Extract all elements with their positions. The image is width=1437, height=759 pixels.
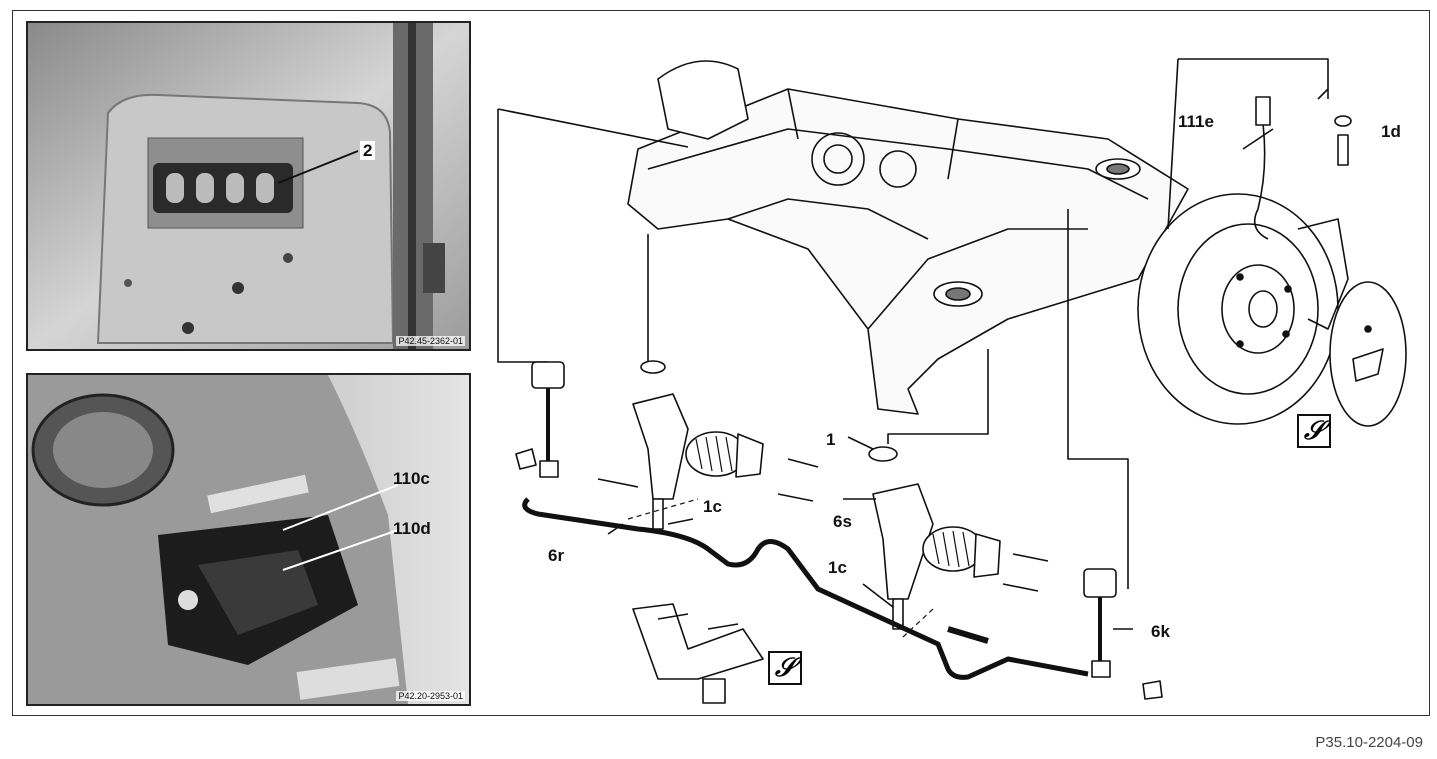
photo-fuel-pump: 110c 110d P42.20-2953-01: [26, 373, 471, 706]
label-1c-left: 1c: [703, 497, 722, 516]
label-111e: 111e: [1178, 112, 1214, 131]
label-1: 1: [826, 430, 836, 449]
label-1d: 1d: [1381, 122, 1401, 141]
fuel-pump-photo-illustration: [28, 375, 469, 704]
photo-code-top: P42.45-2362-01: [396, 336, 465, 346]
wrench-symbol-icon: 𝒮: [768, 651, 802, 685]
label-1c-right: 1c: [828, 558, 847, 577]
label-6s: 6s: [833, 512, 852, 531]
label-110c: 110c: [393, 469, 430, 488]
connector-photo-illustration: [28, 23, 469, 349]
figure-frame: 2 P42.45-2362-01 110c 110d P42.20-2953-0…: [12, 10, 1430, 716]
label-110d: 110d: [393, 519, 431, 538]
wrench-symbol-icon: 𝒮: [1297, 414, 1331, 448]
photo-connector: 2 P42.45-2362-01: [26, 21, 471, 351]
figure-reference: P35.10-2204-09: [1315, 734, 1423, 751]
label-6k: 6k: [1151, 622, 1170, 641]
rear-axle-diagram: [497, 58, 1407, 704]
photo-code-bottom: P42.20-2953-01: [396, 691, 465, 701]
label-6r: 6r: [548, 546, 565, 565]
label-2: 2: [360, 141, 376, 160]
